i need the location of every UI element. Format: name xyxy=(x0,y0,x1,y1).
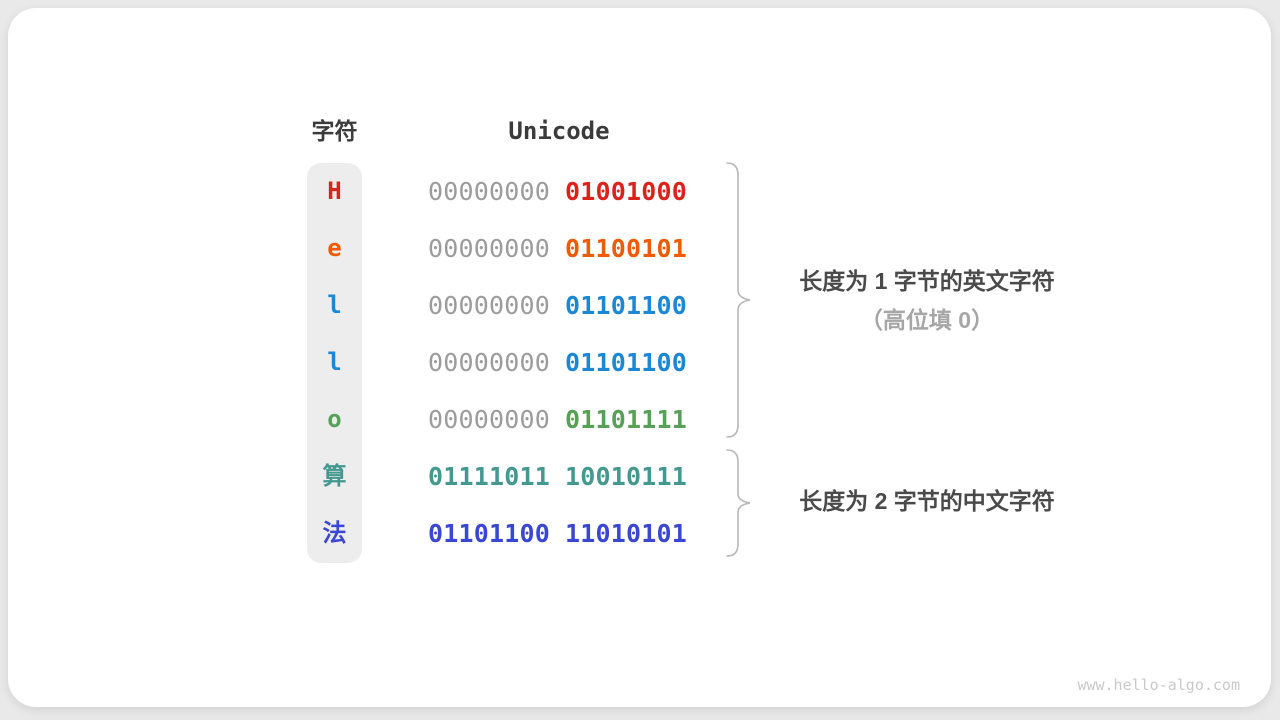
column-header-character: 字符 xyxy=(311,118,358,144)
character-cell: l xyxy=(327,348,342,376)
low-byte: 11010101 xyxy=(565,519,688,548)
watermark-url: www.hello-algo.com xyxy=(1077,676,1240,694)
low-byte: 01101100 xyxy=(565,348,688,377)
character-column-background xyxy=(307,163,362,563)
high-byte: 00000000 xyxy=(428,234,551,263)
table-row: 法 01101100 11010101 xyxy=(0,505,1280,562)
character-cell: l xyxy=(327,291,342,319)
annotation-english-group: 长度为 1 字节的英文字符 （高位填 0） xyxy=(752,266,1102,335)
brace-english-group xyxy=(726,162,751,438)
unicode-binary: 00000000 01001000 xyxy=(428,163,687,220)
high-byte: 00000000 xyxy=(428,291,551,320)
table-row: 算 01111011 10010111 xyxy=(0,448,1280,505)
high-byte: 00000000 xyxy=(428,348,551,377)
table-row: e 00000000 01100101 xyxy=(0,220,1280,277)
table-row: l 00000000 01101100 xyxy=(0,334,1280,391)
annotation-chinese-group: 长度为 2 字节的中文字符 xyxy=(799,488,1055,514)
low-byte: 01001000 xyxy=(565,177,688,206)
encoding-table: H 00000000 01001000 e 00000000 01100101 … xyxy=(0,163,1280,563)
diagram-card xyxy=(8,8,1271,707)
table-row: H 00000000 01001000 xyxy=(0,163,1280,220)
column-header-unicode: Unicode xyxy=(508,117,610,145)
low-byte: 10010111 xyxy=(565,462,688,491)
high-byte: 00000000 xyxy=(428,177,551,206)
high-byte: 00000000 xyxy=(428,405,551,434)
character-cell: 算 xyxy=(322,462,347,490)
high-byte: 01111011 xyxy=(428,462,551,491)
character-cell: 法 xyxy=(322,519,347,547)
annotation-english-line1: 长度为 1 字节的英文字符 xyxy=(799,268,1055,294)
character-cell: o xyxy=(327,405,342,433)
brace-chinese-group xyxy=(726,449,751,557)
unicode-binary: 00000000 01101100 xyxy=(428,334,687,391)
unicode-binary: 00000000 01100101 xyxy=(428,220,687,277)
unicode-binary: 00000000 01101100 xyxy=(428,277,687,334)
low-byte: 01100101 xyxy=(565,234,688,263)
table-row: l 00000000 01101100 xyxy=(0,277,1280,334)
low-byte: 01101100 xyxy=(565,291,688,320)
annotation-english-line2: （高位填 0） xyxy=(859,307,995,333)
low-byte: 01101111 xyxy=(565,405,688,434)
high-byte: 01101100 xyxy=(428,519,551,548)
table-row: o 00000000 01101111 xyxy=(0,391,1280,448)
character-cell: e xyxy=(327,234,342,262)
unicode-binary: 01101100 11010101 xyxy=(428,505,687,562)
character-cell: H xyxy=(327,177,342,205)
unicode-binary: 01111011 10010111 xyxy=(428,448,687,505)
unicode-binary: 00000000 01101111 xyxy=(428,391,687,448)
